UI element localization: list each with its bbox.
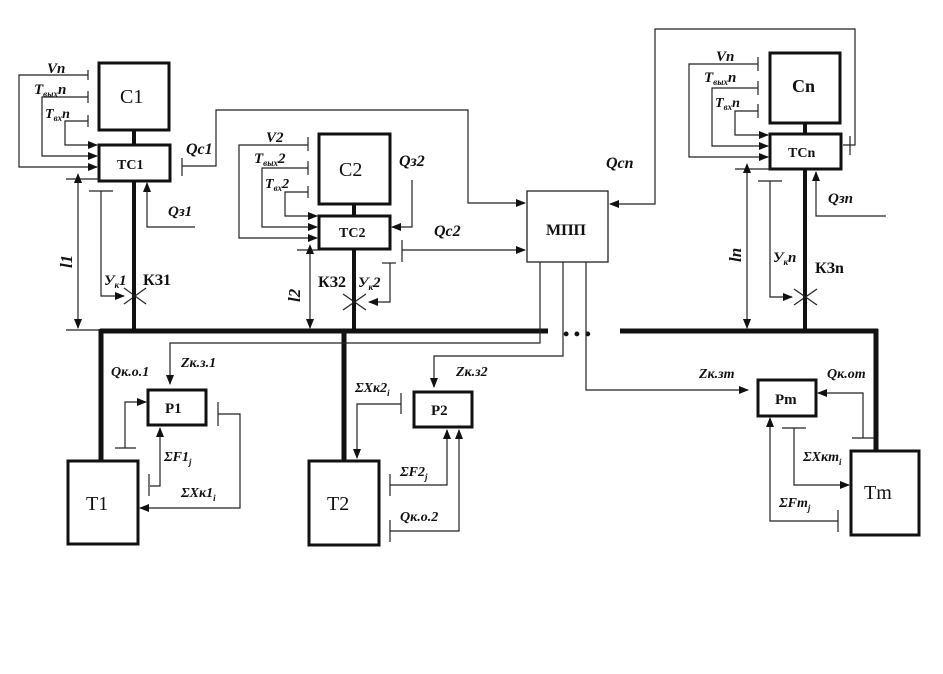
c2-length: l2 bbox=[285, 288, 304, 302]
t1-q: Qк.о.1 bbox=[111, 365, 149, 380]
consumer-tm-group bbox=[756, 378, 921, 537]
t1-sum-f: ΣF1j bbox=[163, 450, 192, 467]
source-c2-group bbox=[238, 132, 526, 331]
c1-input-tout: Tвыхn bbox=[34, 82, 66, 99]
consumer-t1-group bbox=[66, 388, 241, 546]
consumer-t2-group bbox=[307, 390, 474, 547]
c2-yk: Ук2 bbox=[358, 275, 381, 292]
source-c2-label: C2 bbox=[339, 159, 362, 181]
cn-yk: Укn bbox=[773, 250, 796, 267]
consumer-tm-block bbox=[849, 449, 921, 537]
controller-tc2-block bbox=[317, 214, 392, 251]
regulator-p2-block bbox=[412, 390, 474, 429]
c2-q-z: Qз2 bbox=[399, 153, 425, 170]
source-c1-label: C1 bbox=[120, 86, 143, 108]
regulator-pm-label: Pm bbox=[775, 392, 797, 408]
c2-input-v: V2 bbox=[266, 130, 284, 146]
controller-tc1-block bbox=[97, 143, 172, 183]
c2-q-out: Qc2 bbox=[434, 223, 461, 240]
c1-input-tin: Tвхn bbox=[45, 107, 70, 123]
c1-q-z: Qз1 bbox=[168, 204, 192, 220]
t2-sum-x: ΣXк2i bbox=[354, 381, 390, 398]
cn-input-v: Vn bbox=[716, 49, 734, 65]
source-c1-group bbox=[18, 61, 526, 331]
t2-q: Qк.о.2 bbox=[400, 510, 438, 525]
c1-fault: КЗ1 bbox=[143, 272, 171, 289]
bus-ellipsis: • • • bbox=[563, 324, 591, 344]
source-cn-block bbox=[768, 51, 842, 125]
cn-q-z: Qзn bbox=[828, 191, 853, 207]
c2-fault: КЗ2 bbox=[318, 274, 346, 291]
t1-z: Zк.з.1 bbox=[180, 356, 216, 371]
controller-tc1-label: TC1 bbox=[117, 158, 143, 173]
consumer-t1-label: T1 bbox=[86, 493, 108, 515]
t2-sum-f: ΣF2j bbox=[399, 465, 428, 482]
cn-input-tin: Tвхn bbox=[715, 96, 740, 112]
cn-q-out: Qcn bbox=[606, 155, 634, 172]
cn-fault: КЗn bbox=[815, 260, 844, 277]
c2-input-tin: Tвх2 bbox=[265, 177, 289, 193]
main-bus bbox=[98, 328, 879, 480]
c1-yk: Ук1 bbox=[104, 273, 127, 290]
tm-q: Qк.оm bbox=[827, 367, 866, 382]
regulator-p1-block bbox=[146, 388, 208, 427]
cn-input-tout: Tвыхn bbox=[704, 70, 736, 87]
controller-tc2-label: TC2 bbox=[339, 226, 365, 241]
tm-z: Zк.зm bbox=[698, 367, 735, 382]
consumer-t1-block bbox=[66, 459, 140, 546]
consumer-t2-label: T2 bbox=[327, 493, 349, 515]
regulator-p2-label: P2 bbox=[431, 403, 448, 419]
tm-sum-f: ΣFmj bbox=[778, 496, 811, 513]
c1-length: l1 bbox=[57, 255, 76, 268]
cn-length: ln bbox=[726, 248, 745, 262]
tm-sum-x: ΣXкmi bbox=[802, 450, 842, 467]
c1-q-out: Qc1 bbox=[186, 141, 213, 158]
source-cn-label: Cn bbox=[792, 76, 815, 96]
c1-input-v: Vn bbox=[47, 61, 65, 77]
central-controller-label: МПП bbox=[546, 222, 587, 239]
source-cn-group bbox=[688, 51, 886, 331]
consumer-tm-label: Tm bbox=[864, 482, 892, 504]
regulator-p1-label: P1 bbox=[165, 401, 182, 417]
regulator-pm-block bbox=[756, 378, 818, 418]
source-c1-block bbox=[97, 61, 171, 132]
central-controller-block bbox=[526, 190, 609, 263]
c2-input-tout: Tвых2 bbox=[254, 151, 286, 168]
t2-z: Zк.з2 bbox=[455, 365, 488, 380]
t1-sum-x: ΣXк1i bbox=[180, 486, 216, 503]
consumer-t2-block bbox=[307, 459, 381, 547]
source-c2-block bbox=[317, 132, 392, 206]
controller-tcn-label: TCn bbox=[788, 146, 815, 161]
